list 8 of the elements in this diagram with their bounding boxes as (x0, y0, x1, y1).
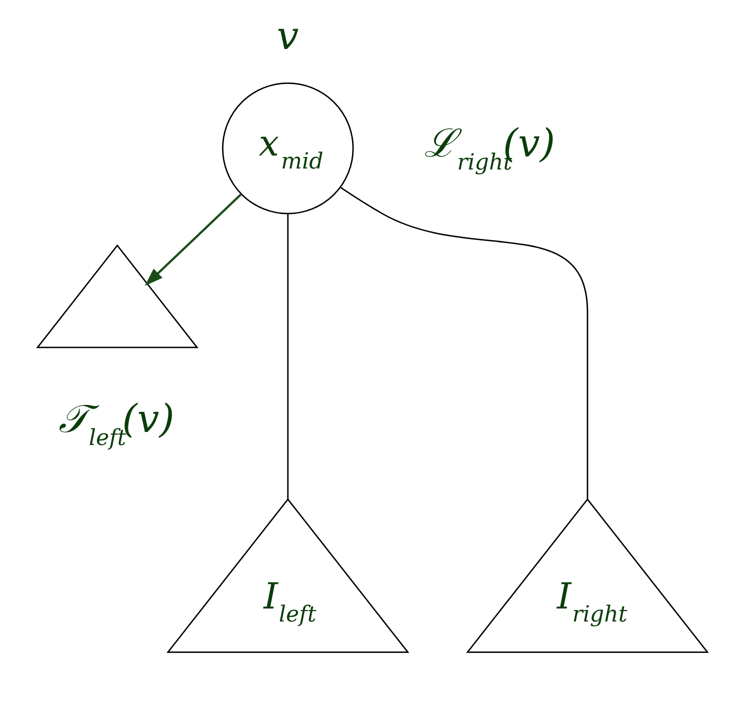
node-label: 𝒯$_{left}$(v) (58, 396, 174, 451)
connector (286, 214, 288, 499)
arrow (144, 193, 242, 286)
node-circle: x$_{mid}$ (222, 82, 354, 214)
node-label: ℒ$_{right}$(v) (423, 122, 555, 176)
connector (340, 186, 588, 499)
node-label: v (276, 14, 298, 60)
node-triangle (36, 244, 198, 348)
